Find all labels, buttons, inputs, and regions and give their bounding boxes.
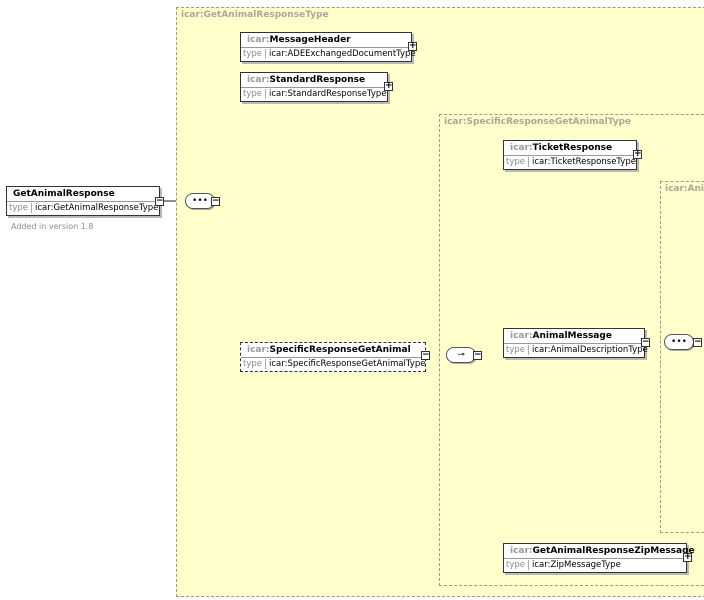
zip-message-expand-button[interactable]: + — [683, 552, 692, 562]
animal-type-title: icar:Anim — [665, 184, 704, 194]
ticket-response-expand-button[interactable]: + — [633, 149, 642, 159]
animal-message-collapse-button[interactable]: − — [641, 337, 650, 347]
nested-sequence-collapse-button[interactable]: − — [693, 337, 702, 347]
zip-message-name: icar:GetAnimalResponseZipMessage — [504, 544, 695, 559]
version-note: Added in version 1.8 — [11, 222, 94, 231]
root-collapse-button[interactable]: − — [155, 196, 164, 206]
choice-compositor[interactable]: ⊸ — [446, 347, 476, 363]
nested-sequence-icon: ••• — [671, 337, 687, 347]
sequence-collapse-button[interactable]: − — [211, 196, 220, 206]
specific-type-title: icar:SpecificResponseGetAnimalType — [444, 117, 632, 127]
standard-response-expand-button[interactable]: + — [384, 81, 393, 91]
animal-type-region: icar:Anim — [660, 181, 704, 533]
specific-response-name: icar:SpecificResponseGetAnimal — [241, 343, 425, 358]
animal-message-name: icar:AnimalMessage — [504, 329, 644, 344]
root-element-name: GetAnimalResponse — [7, 187, 159, 202]
choice-collapse-button[interactable]: − — [473, 350, 482, 360]
standard-response-name: icar:StandardResponse — [241, 73, 387, 88]
specific-response-collapse-button[interactable]: − — [421, 350, 430, 360]
outer-type-title: icar:GetAnimalResponseType — [181, 10, 329, 20]
message-header-name: icar:MessageHeader — [241, 33, 411, 48]
ticket-response-name: icar:TicketResponse — [504, 141, 636, 156]
nested-sequence-compositor[interactable]: ••• — [664, 334, 694, 350]
choice-icon: ⊸ — [457, 350, 465, 360]
message-header-expand-button[interactable]: + — [408, 41, 417, 51]
sequence-icon: ••• — [192, 196, 208, 206]
